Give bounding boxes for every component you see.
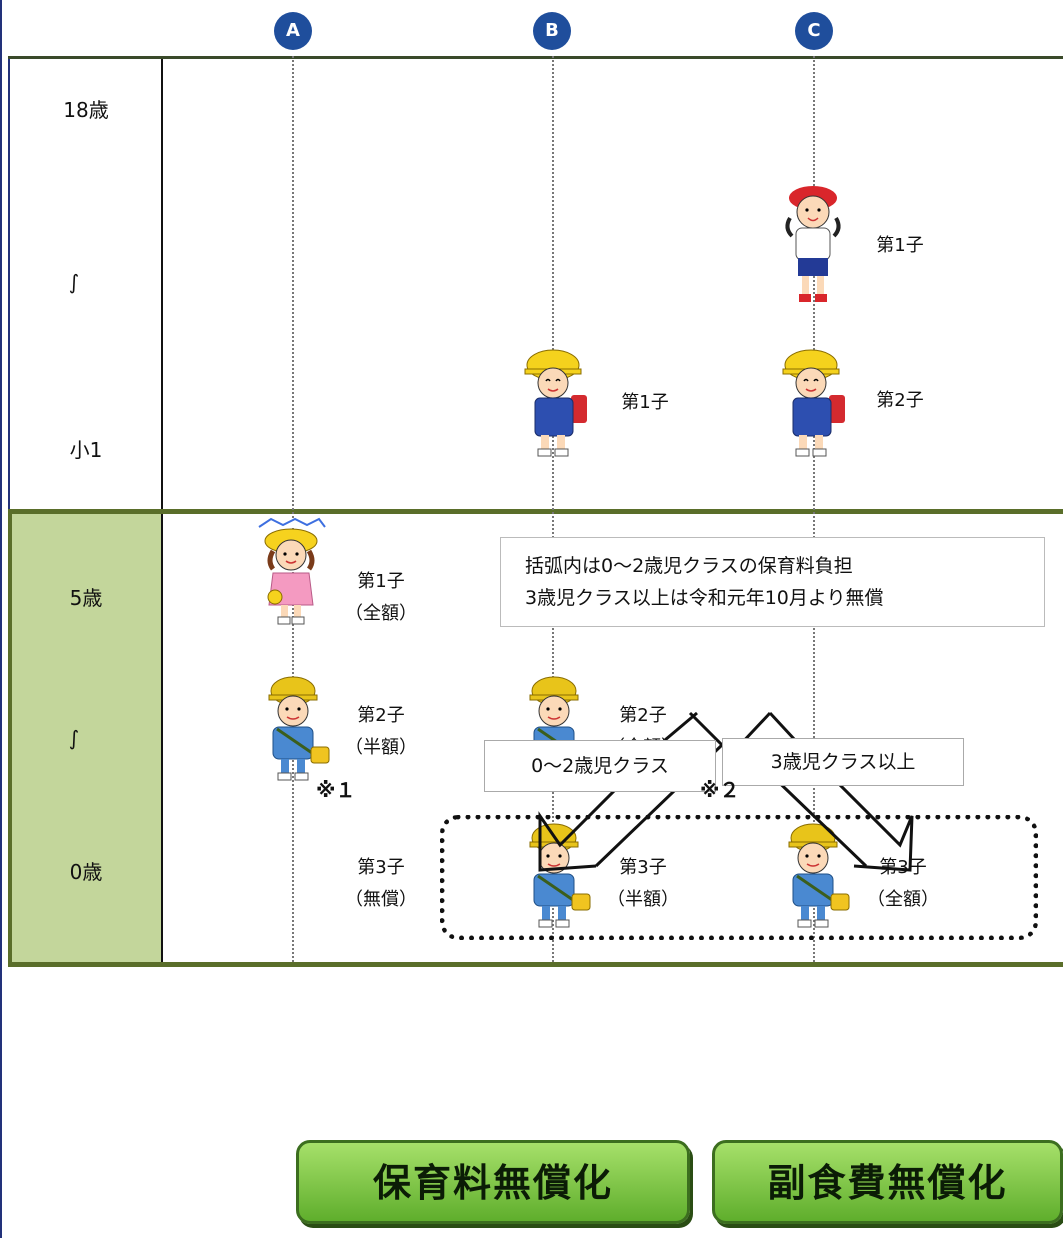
child-a1-fee: （全額）	[345, 603, 417, 624]
age-label-wave-lower: ∫	[68, 726, 80, 750]
left-frame-line	[0, 56, 2, 1238]
side-dish-fee-free-button: 副食費無償化	[712, 1140, 1063, 1224]
kindergarten-boy-bag-icon	[788, 823, 850, 928]
child-b2-name: 第2子	[619, 705, 667, 726]
age-label-grade1: 小1	[69, 438, 103, 462]
kindergarten-girl-icon	[258, 517, 326, 625]
section-divider	[8, 509, 1063, 514]
child-c3-name: 第3子	[879, 857, 927, 878]
child-b3-name: 第3子	[619, 857, 667, 878]
top-border	[8, 56, 1063, 59]
school-girl-red-cap-icon	[785, 186, 841, 302]
child-a2-name: 第2子	[357, 705, 405, 726]
kindergarten-boy-bag-icon	[268, 676, 330, 781]
child-a2-fee: （半額）	[345, 737, 417, 758]
child-c2-name: 第2子	[876, 390, 924, 411]
child-b3-fee: （半額）	[607, 889, 679, 910]
child-b1-label: 第1子	[590, 387, 700, 419]
age-label-18: 18歳	[63, 98, 109, 122]
timeline-a	[292, 56, 294, 962]
fee-note-line1: 括弧内は0～2歳児クラスの保育料負担	[525, 555, 853, 577]
school-age-sidebar	[8, 59, 10, 509]
child-b3-label: 第3子 （半額）	[588, 852, 698, 916]
school-child-randoseru-icon	[524, 349, 587, 457]
child-c1-label: 第1子	[845, 230, 955, 262]
kindergarten-boy-bag-icon	[529, 823, 591, 928]
child-c3-label: 第3子 （全額）	[848, 852, 958, 916]
age-label-wave-upper: ∫	[68, 270, 80, 294]
nursery-fee-free-button: 保育料無償化	[296, 1140, 690, 1224]
age-column-divider-lower	[161, 514, 163, 962]
fee-note-box: 括弧内は0～2歳児クラスの保育料負担 3歳児クラス以上は令和元年10月より無償	[500, 537, 1045, 627]
child-a3-label: 第3子 （無償）	[326, 852, 436, 916]
child-c2-label: 第2子	[845, 385, 955, 417]
bottom-border	[8, 962, 1063, 967]
arrow-label-over3: 3歳児クラス以上	[722, 738, 964, 786]
child-c3-fee: （全額）	[867, 889, 939, 910]
header-band	[0, 0, 1063, 56]
fee-note-line2: 3歳児クラス以上は令和元年10月より無償	[525, 587, 884, 609]
child-a1-name: 第1子	[357, 571, 405, 592]
child-a3-name: 第3子	[357, 857, 405, 878]
column-badge-c: C	[795, 12, 833, 50]
arrow-label-under3: 0～2歳児クラス	[484, 740, 716, 792]
timeline-c	[813, 56, 815, 962]
child-c1-name: 第1子	[876, 235, 924, 256]
column-badge-b: B	[533, 12, 571, 50]
footnote-mark-1: ※１	[316, 778, 356, 802]
school-child-randoseru-icon	[782, 349, 845, 457]
column-badge-a: A	[274, 12, 312, 50]
age-label-0: 0歳	[69, 860, 103, 884]
age-label-5: 5歳	[69, 586, 103, 610]
child-a2-label: 第2子 （半額）	[326, 700, 436, 764]
timeline-b	[552, 56, 554, 962]
child-a1-label: 第1子 （全額）	[326, 566, 436, 630]
preschool-age-band	[8, 514, 162, 962]
child-a3-fee: （無償）	[345, 889, 417, 910]
footnote-mark-2: ※２	[700, 778, 740, 802]
age-column-divider-upper	[161, 59, 163, 509]
child-b1-name: 第1子	[621, 392, 669, 413]
